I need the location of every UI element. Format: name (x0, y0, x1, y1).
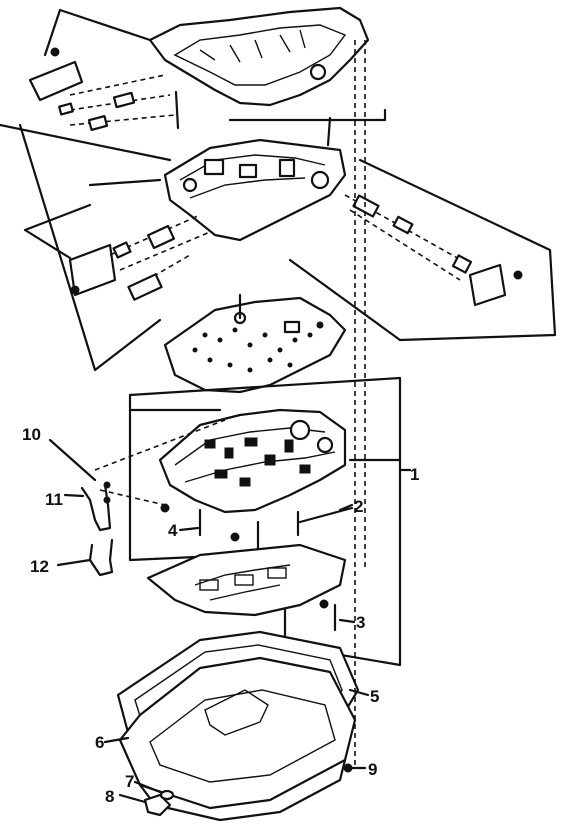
callout-3: 3 (356, 613, 365, 632)
lower-valve-body (158, 408, 347, 514)
callout-10: 10 (22, 425, 41, 444)
callout-12: 12 (30, 557, 49, 576)
valve-spools-right (344, 158, 557, 342)
callout-4: 4 (168, 521, 178, 540)
callout-leaders (103, 503, 370, 744)
group-bracket-lines (0, 108, 402, 372)
valve-spools-upper-left (28, 47, 176, 132)
callout-2: 2 (354, 497, 363, 516)
callout-5: 5 (370, 687, 379, 706)
callout-11: 11 (45, 490, 63, 509)
callout-8: 8 (105, 787, 114, 806)
separator-plate (163, 296, 347, 394)
transmission-case (43, 6, 370, 107)
callout-7: 7 (125, 772, 134, 791)
callout-9: 9 (368, 760, 377, 779)
bolts (160, 293, 337, 640)
lube-pipe-and-clips (48, 438, 114, 577)
drain-plug (118, 780, 175, 817)
callout-6: 6 (95, 733, 104, 752)
alignment-lines (94, 40, 366, 765)
pan-bolt (343, 763, 367, 773)
upper-valve-body (163, 90, 347, 242)
filter-screen (146, 543, 347, 617)
callout-1: 1 (410, 465, 419, 484)
valve-spools-mid-left (23, 203, 211, 301)
